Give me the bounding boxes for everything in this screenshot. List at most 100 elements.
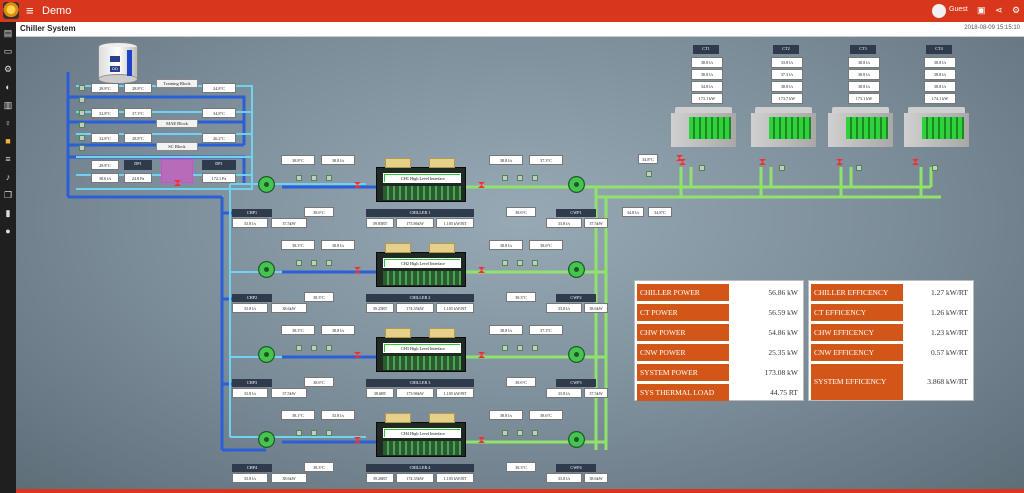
user-avatar-icon[interactable] — [932, 4, 946, 18]
cooling-tower-unit[interactable] — [904, 107, 969, 147]
chiller-interface[interactable]: CH4 High Level Interface — [383, 428, 461, 438]
bell-icon[interactable]: ♪ — [5, 172, 11, 182]
cnw-pump-label: CWP4 — [556, 464, 596, 472]
cnw-power: 38.6kW — [584, 473, 608, 483]
sensor-icon — [326, 430, 332, 436]
chiller-name: CHILLER 1 — [366, 209, 474, 217]
cnw-return-temp: 38.3°C — [506, 292, 536, 302]
chiller-load: 38.6RT — [366, 388, 394, 398]
chw-pump-icon[interactable] — [258, 176, 275, 193]
cnw-flow: 38.8 l/s — [489, 325, 523, 335]
ct-reading: 34.8 l/s — [691, 81, 723, 92]
cnw-return-temp: 38.6°C — [506, 377, 536, 387]
cnw-pump-icon[interactable] — [568, 431, 585, 448]
chiller-power: 173.86kW — [396, 218, 434, 228]
dashboard-icon[interactable]: ▤ — [3, 28, 13, 38]
chiller-interface[interactable]: CH2 High Level Interface — [383, 258, 461, 268]
shield-icon[interactable]: ◐ — [5, 82, 11, 92]
chw-power: 37.5kW — [271, 388, 307, 398]
stat-value: 173.08 kW — [764, 368, 798, 377]
chiller-panel-icon — [429, 413, 455, 423]
ct-reading: 38.8 l/s — [848, 81, 880, 92]
chiller-load: 39.25RT — [366, 303, 394, 313]
chw-pump-icon[interactable] — [258, 346, 275, 363]
stat-label: CT EFFICENCY — [811, 304, 903, 321]
chiller-grill — [383, 271, 461, 285]
chw-power: 38.6kW — [271, 303, 307, 313]
chw-supply-temp: 38.8°C — [281, 155, 315, 165]
stat-label: CHW EFFICENCY — [811, 324, 903, 341]
book-icon[interactable]: ▥ — [3, 100, 13, 110]
stat-label: CNW EFFICENCY — [811, 344, 903, 361]
cnw-pump-icon[interactable] — [568, 176, 585, 193]
chart-icon[interactable]: ▮ — [5, 208, 11, 218]
cooling-tower-unit[interactable] — [671, 107, 736, 147]
stat-label: CHILLER POWER — [637, 284, 729, 301]
chiller-unit[interactable]: CH4 High Level Interface — [376, 413, 466, 457]
chiller-boxes — [381, 243, 463, 253]
dp-flow: 38.6 l/s — [91, 173, 119, 183]
chiller-interface[interactable]: CH1 High Level Interface — [383, 173, 461, 183]
network-icon[interactable]: ⚙ — [3, 64, 13, 74]
stat-label: CHW POWER — [637, 324, 729, 341]
sensor-icon — [502, 260, 508, 266]
gear-icon[interactable]: ⚙ — [1012, 5, 1021, 15]
chiller-unit[interactable]: CH2 High Level Interface — [376, 243, 466, 287]
block-temp: 28.8°C — [124, 133, 152, 143]
sensor-icon — [326, 175, 332, 181]
cnw-pump-icon[interactable] — [568, 346, 585, 363]
chiller-panel-icon — [429, 243, 455, 253]
layers-icon[interactable]: ≡ — [5, 154, 11, 164]
chiller-efficiency: 1.105 kW/RT — [436, 218, 474, 228]
stat-value: 1.26 kW/RT — [930, 308, 968, 317]
display-icon[interactable]: ▭ — [3, 46, 13, 56]
menu-icon[interactable]: ≡ — [26, 3, 34, 18]
ct-top — [755, 107, 812, 117]
ct-fan — [769, 117, 811, 139]
cnw-pump-icon[interactable] — [568, 261, 585, 278]
cooling-tower-unit[interactable] — [751, 107, 816, 147]
cooling-tower-unit[interactable] — [828, 107, 893, 147]
block-label-sc: SC Block — [156, 142, 198, 151]
ct-name: CT3 — [850, 45, 876, 54]
share-icon[interactable]: ⋖ — [995, 5, 1003, 15]
sidebar: ▤ ▭ ⚙ ◐ ▥ ♀ ■ ≡ ♪ ❐ ▮ ● — [0, 22, 16, 493]
chiller-interface[interactable]: CH3 High Level Interface — [383, 343, 461, 353]
ct-reading: 173.7 kW — [771, 93, 803, 104]
chiller-interface-label: CH4 High Level Interface — [385, 430, 461, 437]
info-icon[interactable]: ● — [5, 226, 11, 236]
chiller-grill — [383, 186, 461, 200]
sensor-icon — [311, 260, 317, 266]
cnw-flow: 38.8 l/s — [489, 240, 523, 250]
chw-return-temp: 38.6°C — [304, 377, 334, 387]
ct-name: CT2 — [773, 45, 799, 54]
sensor-icon — [79, 135, 85, 141]
chiller-load: 39.85RT — [366, 218, 394, 228]
folder-icon[interactable]: ■ — [5, 136, 11, 146]
chw-supply-temp: 38.3°C — [281, 240, 315, 250]
chiller-unit[interactable]: CH3 High Level Interface — [376, 328, 466, 372]
chw-pump-icon[interactable] — [258, 261, 275, 278]
chiller-unit[interactable]: CH1 High Level Interface — [376, 158, 466, 202]
cnw-pump-label: CWP3 — [556, 379, 596, 387]
ct-name: CT4 — [926, 45, 952, 54]
sensor-icon — [699, 165, 705, 171]
chiller-efficiency: 1.105 kW/RT — [436, 303, 474, 313]
bulb-icon[interactable]: ♀ — [4, 118, 12, 128]
monitor-icon[interactable]: ▣ — [977, 5, 986, 15]
stat-label: CNW POWER — [637, 344, 729, 361]
copy-icon[interactable]: ❐ — [3, 190, 13, 200]
user-name[interactable]: Guest — [949, 6, 968, 13]
block-temp: 32.8°C — [91, 133, 119, 143]
tank-icon: DD — [98, 42, 138, 84]
chw-pump-icon[interactable] — [258, 431, 275, 448]
sensor-icon — [532, 175, 538, 181]
chw-flow: 33.8 l/s — [232, 388, 268, 398]
sensor-icon — [79, 97, 85, 103]
page-header: Chiller System 2018-08-09 15:15:10 — [16, 22, 1024, 37]
